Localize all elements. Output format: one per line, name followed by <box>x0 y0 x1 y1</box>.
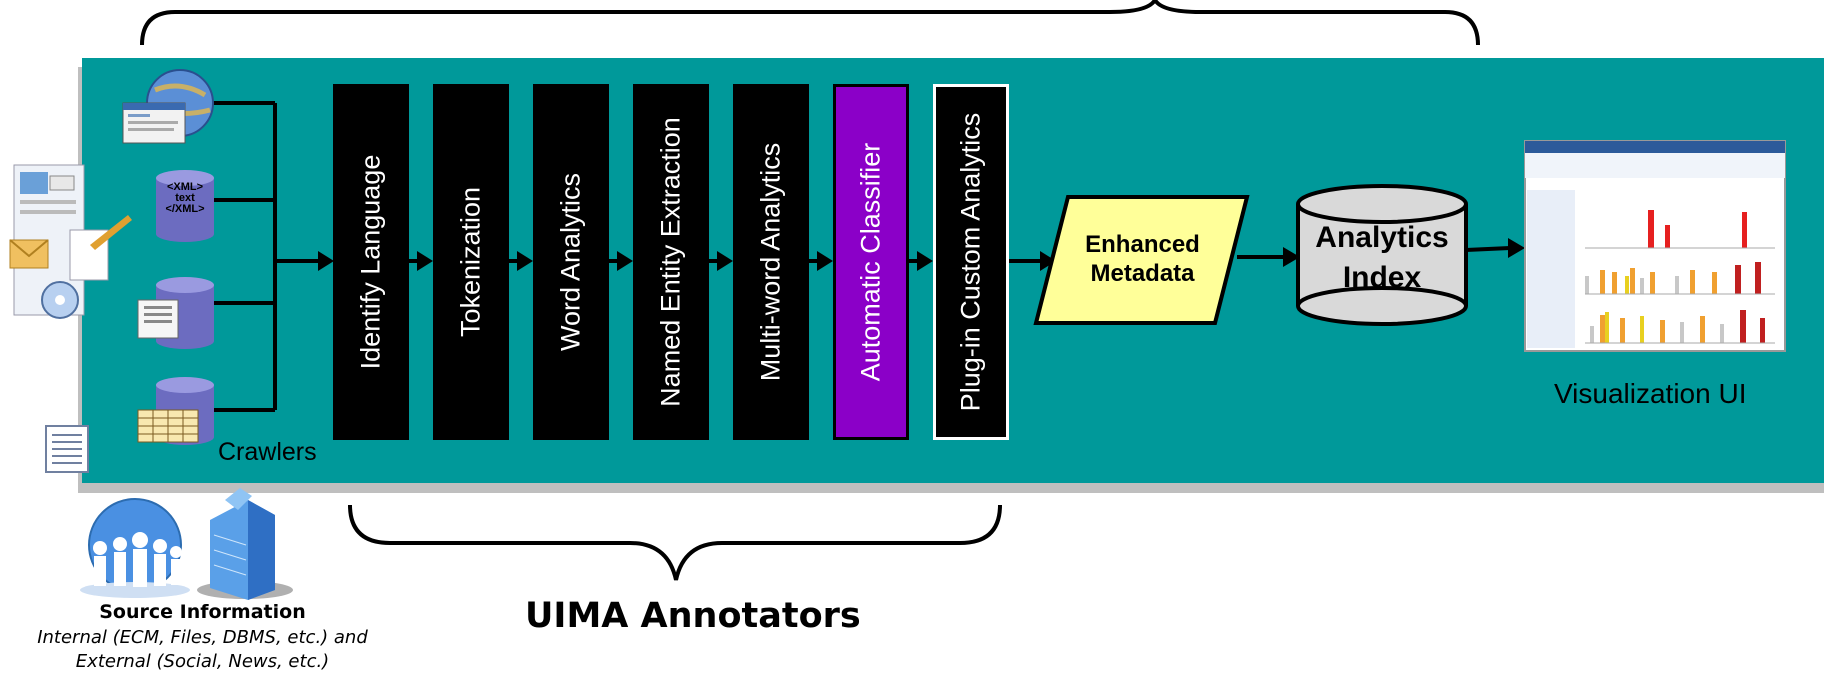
panel-shadow-bottom <box>78 483 1824 493</box>
annotators-brace <box>348 504 1002 581</box>
people-globe-icon <box>80 498 190 598</box>
analytics-index-label: Analytics Index <box>1298 218 1466 298</box>
metadata-line1: Enhanced <box>1085 231 1200 258</box>
top-brace <box>140 0 1480 46</box>
single-document-icon <box>45 425 89 473</box>
uima-annotators-label: UIMA Annotators <box>525 596 861 636</box>
stage-tokenization: Tokenization <box>433 84 509 440</box>
index-line1: Analytics <box>1315 221 1449 254</box>
stage-multi-word-analytics: Multi-word Analytics <box>733 84 809 440</box>
stage-label: Identify Language <box>355 154 386 370</box>
metadata-shape <box>1033 195 1250 325</box>
xml-icon-text: <XML> text </XML> <box>156 182 214 215</box>
source-line2: External (Social, News, etc.) <box>75 651 330 672</box>
stage-label: Named Entity Extraction <box>655 117 686 407</box>
arrowheads <box>318 251 334 271</box>
metadata-line2: Metadata <box>1090 260 1195 287</box>
stage-plugin-custom-analytics: Plug-in Custom Analytics <box>933 84 1009 440</box>
index-line2: Index <box>1342 261 1422 294</box>
table-database-icon <box>137 377 214 445</box>
visualization-screenshot <box>1524 140 1786 352</box>
xml-icon-line3: </XML> <box>165 203 205 215</box>
stage-label: Word Analytics <box>555 172 586 352</box>
xml-database-icon <box>156 170 214 242</box>
analytics-index-cylinder <box>1296 184 1468 326</box>
document-database-icon <box>137 277 214 349</box>
crawler-connectors <box>210 101 320 412</box>
stage-word-analytics: Word Analytics <box>533 84 609 440</box>
xml-icon-line2: text <box>175 192 195 204</box>
stage-label: Tokenization <box>455 186 486 338</box>
stage-label: Automatic Classifier <box>855 142 886 382</box>
source-line1: Internal (ECM, Files, DBMS, etc.) and <box>37 627 368 648</box>
stage-identify-language: Identify Language <box>333 84 409 440</box>
stage-arrowheads <box>417 238 1525 271</box>
xml-icon-line1: <XML> <box>166 181 204 193</box>
crawlers-label: Crawlers <box>218 438 317 466</box>
web-page-icon <box>122 69 214 144</box>
source-documents-icon <box>9 164 132 319</box>
visualization-label: Visualization UI <box>1554 378 1747 409</box>
stage-automatic-classifier: Automatic Classifier <box>833 84 909 440</box>
source-title: Source Information <box>99 601 306 623</box>
stage-named-entity-extraction: Named Entity Extraction <box>633 84 709 440</box>
building-icon <box>197 488 293 600</box>
stage-label: Multi-word Analytics <box>755 142 786 382</box>
stage-label: Plug-in Custom Analytics <box>955 112 986 412</box>
metadata-label: Enhanced Metadata <box>1070 230 1215 288</box>
